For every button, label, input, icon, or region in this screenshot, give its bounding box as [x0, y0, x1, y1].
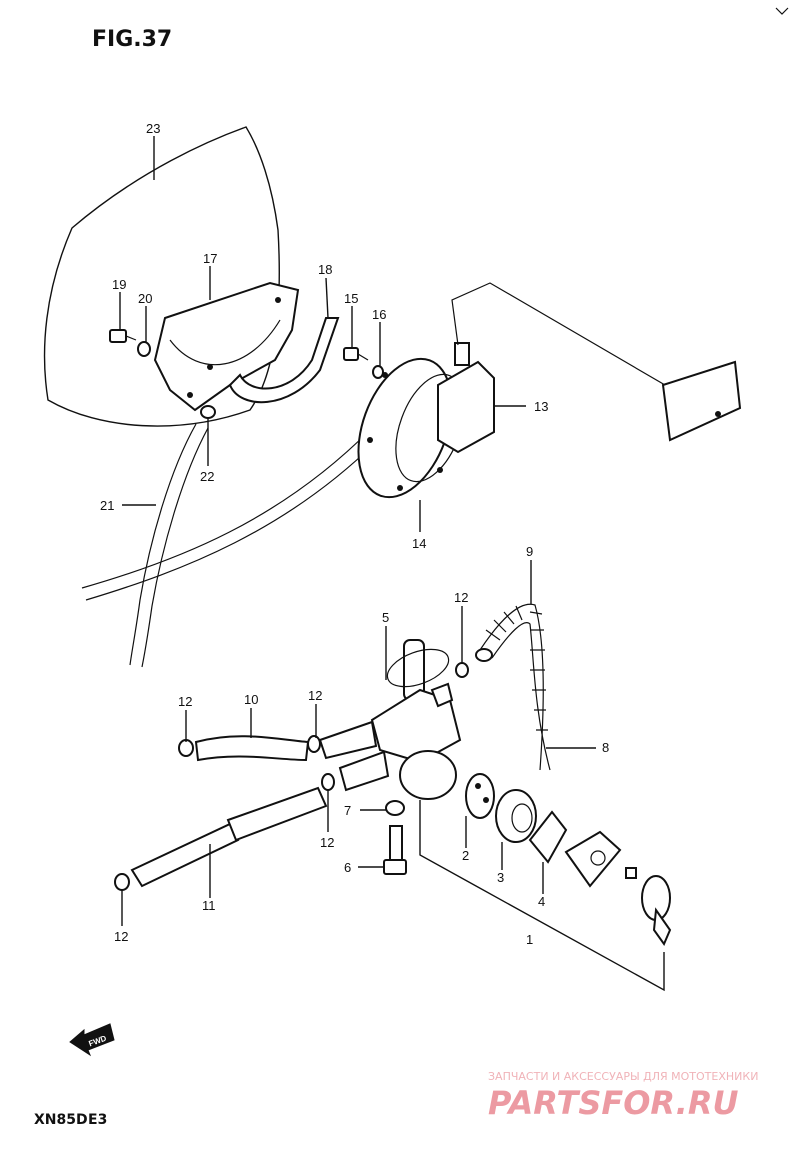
- callout-4: 4: [538, 894, 545, 909]
- part-16-washer: [372, 365, 384, 379]
- callout-6: 6: [344, 860, 351, 875]
- lever-plate: [564, 830, 622, 888]
- part-21-hose: [81, 423, 377, 668]
- figure-title: FIG.37: [92, 27, 172, 52]
- callout-12-e: 12: [114, 929, 128, 944]
- callout-14: 14: [412, 536, 426, 551]
- lever-knob: [641, 875, 672, 947]
- callout-11: 11: [202, 898, 216, 913]
- part-13-fuel-sender: [437, 282, 742, 454]
- callout-12-b: 12: [178, 694, 192, 709]
- part-5-strainer: [386, 639, 450, 701]
- part-3-lever-body: [495, 789, 537, 843]
- assembly-bracket-line: [419, 800, 665, 992]
- part-4-plate: [528, 810, 568, 864]
- callout-23: 23: [146, 121, 160, 136]
- callout-12-c: 12: [308, 688, 322, 703]
- watermark-tagline: ЗАПЧАСТИ И АКСЕССУАРЫ ДЛЯ МОТОТЕХНИКИ: [488, 1070, 758, 1083]
- watermark: ЗАПЧАСТИ И АКСЕССУАРЫ ДЛЯ МОТОТЕХНИКИ PA…: [488, 1070, 758, 1122]
- lever-screw: [625, 867, 637, 879]
- forward-arrow-icon: FWD: [69, 1023, 115, 1057]
- callout-20: 20: [138, 291, 152, 306]
- part-20-washer: [137, 341, 151, 357]
- callout-13: 13: [534, 399, 548, 414]
- callout-3: 3: [497, 870, 504, 885]
- callout-12-a: 12: [454, 590, 468, 605]
- callout-5: 5: [382, 610, 389, 625]
- leader-lines: [119, 136, 596, 926]
- callout-12-d: 12: [320, 835, 334, 850]
- callout-16: 16: [372, 307, 386, 322]
- part-11-hose: [130, 786, 328, 888]
- model-code: XN85D: [34, 1112, 88, 1128]
- part-22-clip: [200, 405, 216, 419]
- callout-2: 2: [462, 848, 469, 863]
- callout-labels: 23 17 18 19 20 15 16 13 22 21 14 9 12 5 …: [100, 121, 609, 947]
- callout-7: 7: [344, 803, 351, 818]
- callout-21: 21: [100, 498, 114, 513]
- part-19-bolt: [109, 329, 137, 343]
- part-2-gasket: [465, 773, 495, 819]
- part-6-bolt: [383, 825, 407, 875]
- callout-22: 22: [200, 469, 214, 484]
- fuel-cock-body: [318, 682, 462, 800]
- callout-17: 17: [203, 251, 217, 266]
- callout-9: 9: [526, 544, 533, 559]
- watermark-brand: PARTSFOR.RU: [488, 1084, 738, 1122]
- callout-19: 19: [112, 277, 126, 292]
- part-23-fuel-tank-shell: [43, 126, 281, 427]
- part-9-corrugated-hose: [475, 603, 551, 771]
- part-7-washer: [385, 800, 405, 816]
- callout-15: 15: [344, 291, 358, 306]
- callout-1: 1: [526, 932, 533, 947]
- part-18-cushion: [228, 317, 340, 404]
- part-15-bolt: [343, 347, 369, 361]
- callout-18: 18: [318, 262, 332, 277]
- part-10-hose: [194, 735, 310, 762]
- scroll-up-icon: [775, 7, 789, 15]
- callout-10: 10: [244, 692, 258, 707]
- region-code: E3: [88, 1112, 107, 1128]
- part-17-bracket: [153, 281, 300, 412]
- callout-8: 8: [602, 740, 609, 755]
